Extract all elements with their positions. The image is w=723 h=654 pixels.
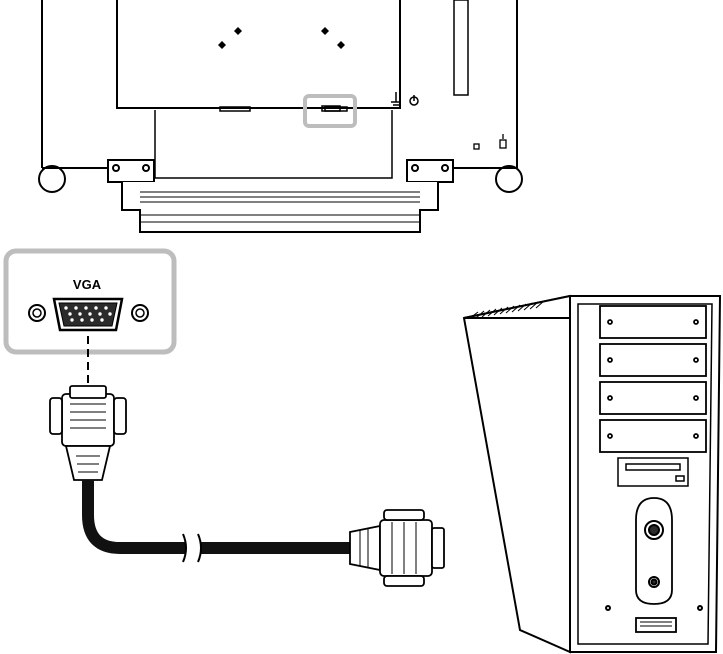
right-thumbscrew-icon xyxy=(131,304,149,322)
left-vga-plug xyxy=(49,385,127,481)
left-thumbscrew-icon xyxy=(28,304,46,322)
floppy-drive xyxy=(617,457,689,487)
lock-icon xyxy=(473,134,507,150)
vga-port-label: VGA xyxy=(73,277,102,292)
vga-port-callout: VGA xyxy=(3,248,177,355)
drive-bays xyxy=(599,305,707,453)
vga-dsub-port[interactable] xyxy=(52,297,124,332)
right-vga-plug xyxy=(349,509,445,587)
pc-tower xyxy=(462,294,722,654)
power-icon xyxy=(409,95,419,106)
vga-cable xyxy=(49,385,445,587)
monitor-vga-port[interactable] xyxy=(321,105,341,112)
monitor-vga-port-highlight xyxy=(303,94,357,128)
monitor-rear xyxy=(38,0,523,233)
mounting-holes xyxy=(218,27,345,49)
power-panel xyxy=(635,497,673,605)
ground-icon xyxy=(391,92,401,106)
power-button-icon[interactable] xyxy=(644,520,664,540)
reset-button-icon[interactable] xyxy=(648,576,660,588)
